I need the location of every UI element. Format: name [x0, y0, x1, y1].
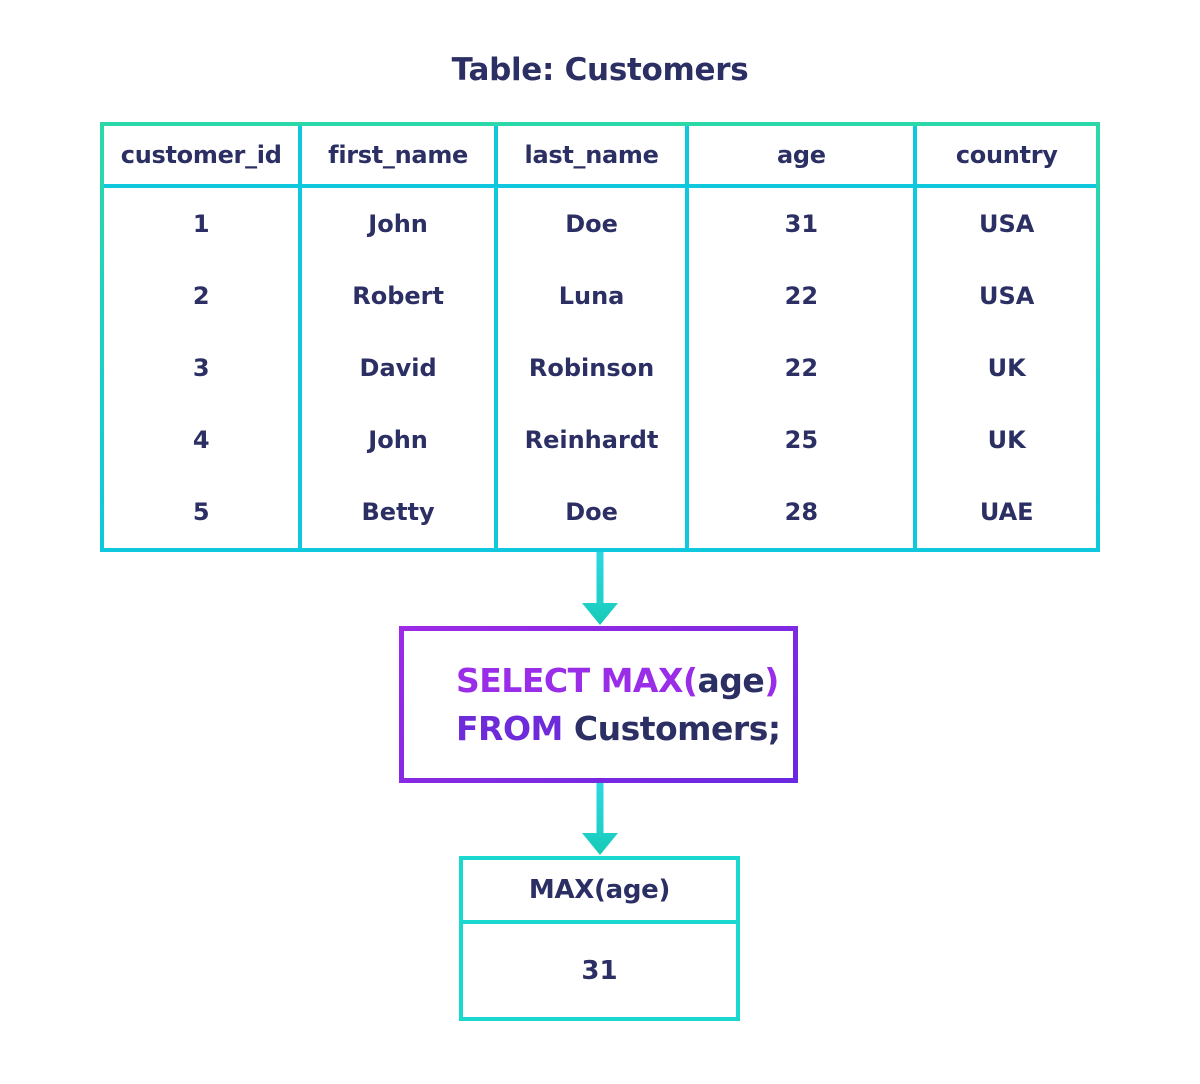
table-cell: 22	[784, 354, 819, 382]
result-table: MAX(age) 31	[459, 856, 740, 1021]
table-cell: USA	[979, 282, 1035, 310]
table-cell: 3	[192, 354, 210, 382]
table-cell: Reinhardt	[524, 426, 659, 454]
arrow-head	[582, 603, 618, 625]
table-cell: 28	[784, 498, 819, 526]
table-column-customer-id: customer_id 1 2 3 4 5	[104, 126, 303, 548]
table-cell: Robert	[352, 282, 444, 310]
table-cell: UK	[987, 354, 1026, 382]
sql-close-paren: )	[764, 661, 779, 700]
down-arrow-icon	[582, 783, 618, 855]
table-cell: John	[368, 426, 428, 454]
column-header: customer_id	[104, 126, 299, 188]
arrow-stem	[596, 552, 604, 604]
sql-function-argument: age	[697, 661, 765, 700]
table-cell: Robinson	[528, 354, 655, 382]
sql-query-line-2: FROM Customers;	[456, 708, 793, 749]
arrow-stem	[596, 783, 604, 834]
table-cell: 2	[192, 282, 210, 310]
table-cell: John	[368, 210, 428, 238]
column-header: age	[689, 126, 914, 188]
sql-query-box: SELECT MAX(age) FROM Customers;	[399, 626, 798, 783]
arrow-head	[582, 833, 618, 855]
sql-keyword-select-max: SELECT MAX(	[456, 661, 698, 700]
table-cell: 31	[784, 210, 819, 238]
diagram-title: Table: Customers	[451, 52, 749, 88]
column-header: last_name	[497, 126, 686, 188]
table-column-last-name: last_name Doe Luna Robinson Reinhardt Do…	[497, 126, 690, 548]
table-cell: 4	[192, 426, 210, 454]
column-header: first_name	[302, 126, 494, 188]
table-cell: Betty	[361, 498, 435, 526]
table-cell: 25	[784, 426, 819, 454]
table-column-age: age 31 22 22 25 28	[689, 126, 918, 548]
table-cell: Luna	[558, 282, 625, 310]
result-header: MAX(age)	[463, 860, 736, 924]
table-column-country: country USA USA UK UK UAE	[917, 126, 1096, 548]
sql-table-reference: Customers;	[573, 709, 781, 748]
table-cell: David	[359, 354, 437, 382]
column-header: country	[917, 126, 1096, 188]
down-arrow-icon	[582, 552, 618, 625]
table-cell: 5	[192, 498, 210, 526]
sql-query-line-1: SELECT MAX(age)	[456, 660, 793, 701]
table-cell: 1	[192, 210, 210, 238]
table-cell: Doe	[565, 210, 618, 238]
result-value: 31	[581, 955, 618, 986]
customers-table: customer_id 1 2 3 4 5 first_name John Ro…	[100, 122, 1100, 552]
table-cell: USA	[979, 210, 1035, 238]
table-column-first-name: first_name John Robert David John Betty	[302, 126, 498, 548]
table-cell: Doe	[565, 498, 618, 526]
table-cell: 22	[784, 282, 819, 310]
sql-keyword-from: FROM	[456, 709, 563, 748]
table-cell: UK	[987, 426, 1026, 454]
table-cell: UAE	[979, 498, 1034, 526]
